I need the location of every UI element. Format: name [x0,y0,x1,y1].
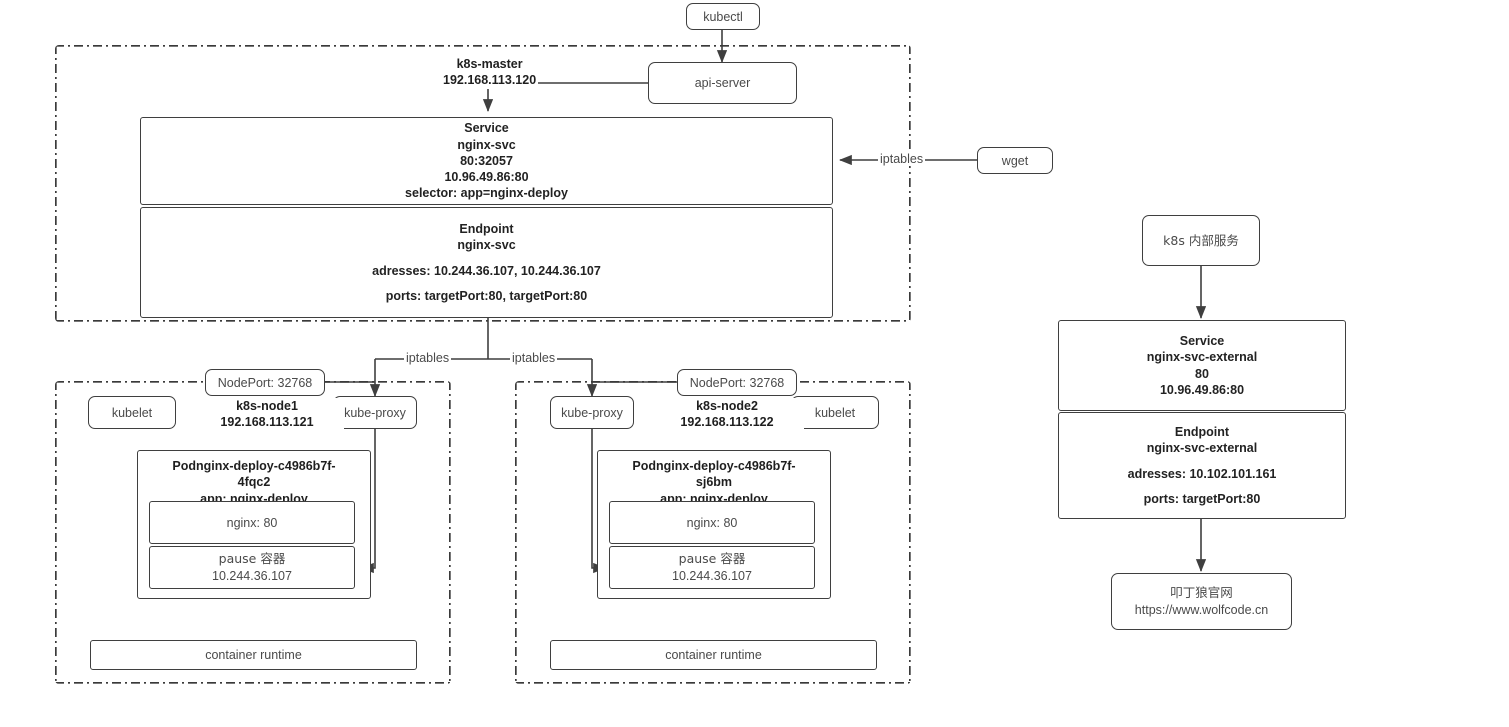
node2-nginx-container-box[interactable]: nginx: 80 [609,501,815,544]
api-server-box[interactable]: api-server [648,62,797,104]
node1-pause-container-box[interactable]: pause 容器 10.244.36.107 [149,546,355,589]
website-url: https://www.wolfcode.cn [1134,602,1269,617]
iptables-label-node1: iptables [404,351,452,365]
node1-name: k8s-node1 [236,399,298,413]
node1-nginx-label: nginx: 80 [226,515,278,530]
wget-label: wget [1001,153,1029,168]
external-endpoint-addresses: adresses: 10.102.101.161 [1127,466,1277,481]
iptables-label-wget: iptables [878,152,926,166]
k8s-master-title: k8s-master 192.168.113.120 [441,56,539,89]
endpoint-title: Endpoint [459,222,514,236]
endpoint-addresses: adresses: 10.244.36.107, 10.244.36.107 [372,263,601,278]
node1-container-runtime-box[interactable]: container runtime [90,640,417,670]
service-selector: selector: app=nginx-deploy [405,186,568,201]
external-service-title: Service [1179,334,1225,348]
node2-kubelet-box[interactable]: kubelet [791,396,879,429]
kubectl-box[interactable]: kubectl [686,3,760,30]
node2-kube-proxy-label: kube-proxy [561,405,623,420]
service-nginx-svc-box[interactable]: Service nginx-svc 80:32057 10.96.49.86:8… [140,117,833,205]
external-endpoint-name: nginx-svc-external [1146,441,1258,456]
node2-pod-name-line1: Podnginx-deploy-c4986b7f- [632,459,796,473]
node2-pause-ip: 10.244.36.107 [672,568,752,583]
node2-container-runtime-label: container runtime [665,648,762,662]
service-cluster-ip: 10.96.49.86:80 [444,170,529,185]
node2-nginx-label: nginx: 80 [686,515,738,530]
service-nginx-svc-external-box[interactable]: Service nginx-svc-external 80 10.96.49.8… [1058,320,1346,411]
node1-pause-label: pause 容器 [218,551,286,567]
external-endpoint-title: Endpoint [1174,425,1230,439]
node2-kube-proxy-box[interactable]: kube-proxy [550,396,634,429]
node2-nodeport-box[interactable]: NodePort: 32768 [677,369,797,396]
endpoint-nginx-svc-box[interactable]: Endpoint nginx-svc adresses: 10.244.36.1… [140,207,833,318]
k8s-internal-service-box[interactable]: k8s 内部服务 [1142,215,1260,266]
endpoint-nginx-svc-external-box[interactable]: Endpoint nginx-svc-external adresses: 10… [1058,412,1346,519]
node2-kubelet-label: kubelet [814,405,856,420]
node1-nodeport-box[interactable]: NodePort: 32768 [205,369,325,396]
service-name: nginx-svc [457,137,516,152]
node1-kubelet-box[interactable]: kubelet [88,396,176,429]
endpoint-ports: ports: targetPort:80, targetPort:80 [385,288,588,303]
node1-title: k8s-node1 192.168.113.121 [190,398,344,431]
iptables-label-node2: iptables [510,351,558,365]
node1-pause-ip: 10.244.36.107 [212,568,292,583]
wolfcode-website-box[interactable]: 叩丁狼官网 https://www.wolfcode.cn [1111,573,1292,630]
node2-pod-name-line2: sj6bm [695,475,733,490]
node1-nginx-container-box[interactable]: nginx: 80 [149,501,355,544]
node2-pause-label: pause 容器 [678,551,746,567]
k8s-master-ip: 192.168.113.120 [443,73,537,88]
node1-pod-name-line1: Podnginx-deploy-c4986b7f- [172,459,336,473]
node1-nodeport-label: NodePort: 32768 [217,375,313,390]
node1-kube-proxy-label: kube-proxy [344,405,406,420]
node2-title: k8s-node2 192.168.113.122 [650,398,804,431]
node2-pause-container-box[interactable]: pause 容器 10.244.36.107 [609,546,815,589]
node1-kubelet-label: kubelet [111,405,153,420]
node2-nodeport-label: NodePort: 32768 [689,375,785,390]
node1-kube-proxy-box[interactable]: kube-proxy [333,396,417,429]
kubectl-label: kubectl [703,9,743,24]
k8s-master-name: k8s-master [456,57,523,71]
wget-box[interactable]: wget [977,147,1053,174]
service-title: Service [464,121,509,136]
external-service-port: 80 [1195,366,1209,381]
external-endpoint-ports: ports: targetPort:80 [1143,491,1261,506]
node1-ip: 192.168.113.121 [220,415,314,430]
website-name: 叩丁狼官网 [1170,585,1233,601]
external-service-name: nginx-svc-external [1146,350,1258,365]
node2-name: k8s-node2 [696,399,758,413]
k8s-internal-service-label: k8s 内部服务 [1163,232,1239,248]
node2-ip: 192.168.113.122 [680,415,774,430]
api-server-label: api-server [694,76,751,90]
node1-container-runtime-label: container runtime [205,648,302,662]
node1-pod-name-line2: 4fqc2 [237,475,271,490]
endpoint-name: nginx-svc [457,238,516,253]
external-service-cluster-ip: 10.96.49.86:80 [1159,382,1245,397]
service-ports: 80:32057 [460,153,513,168]
node2-container-runtime-box[interactable]: container runtime [550,640,877,670]
